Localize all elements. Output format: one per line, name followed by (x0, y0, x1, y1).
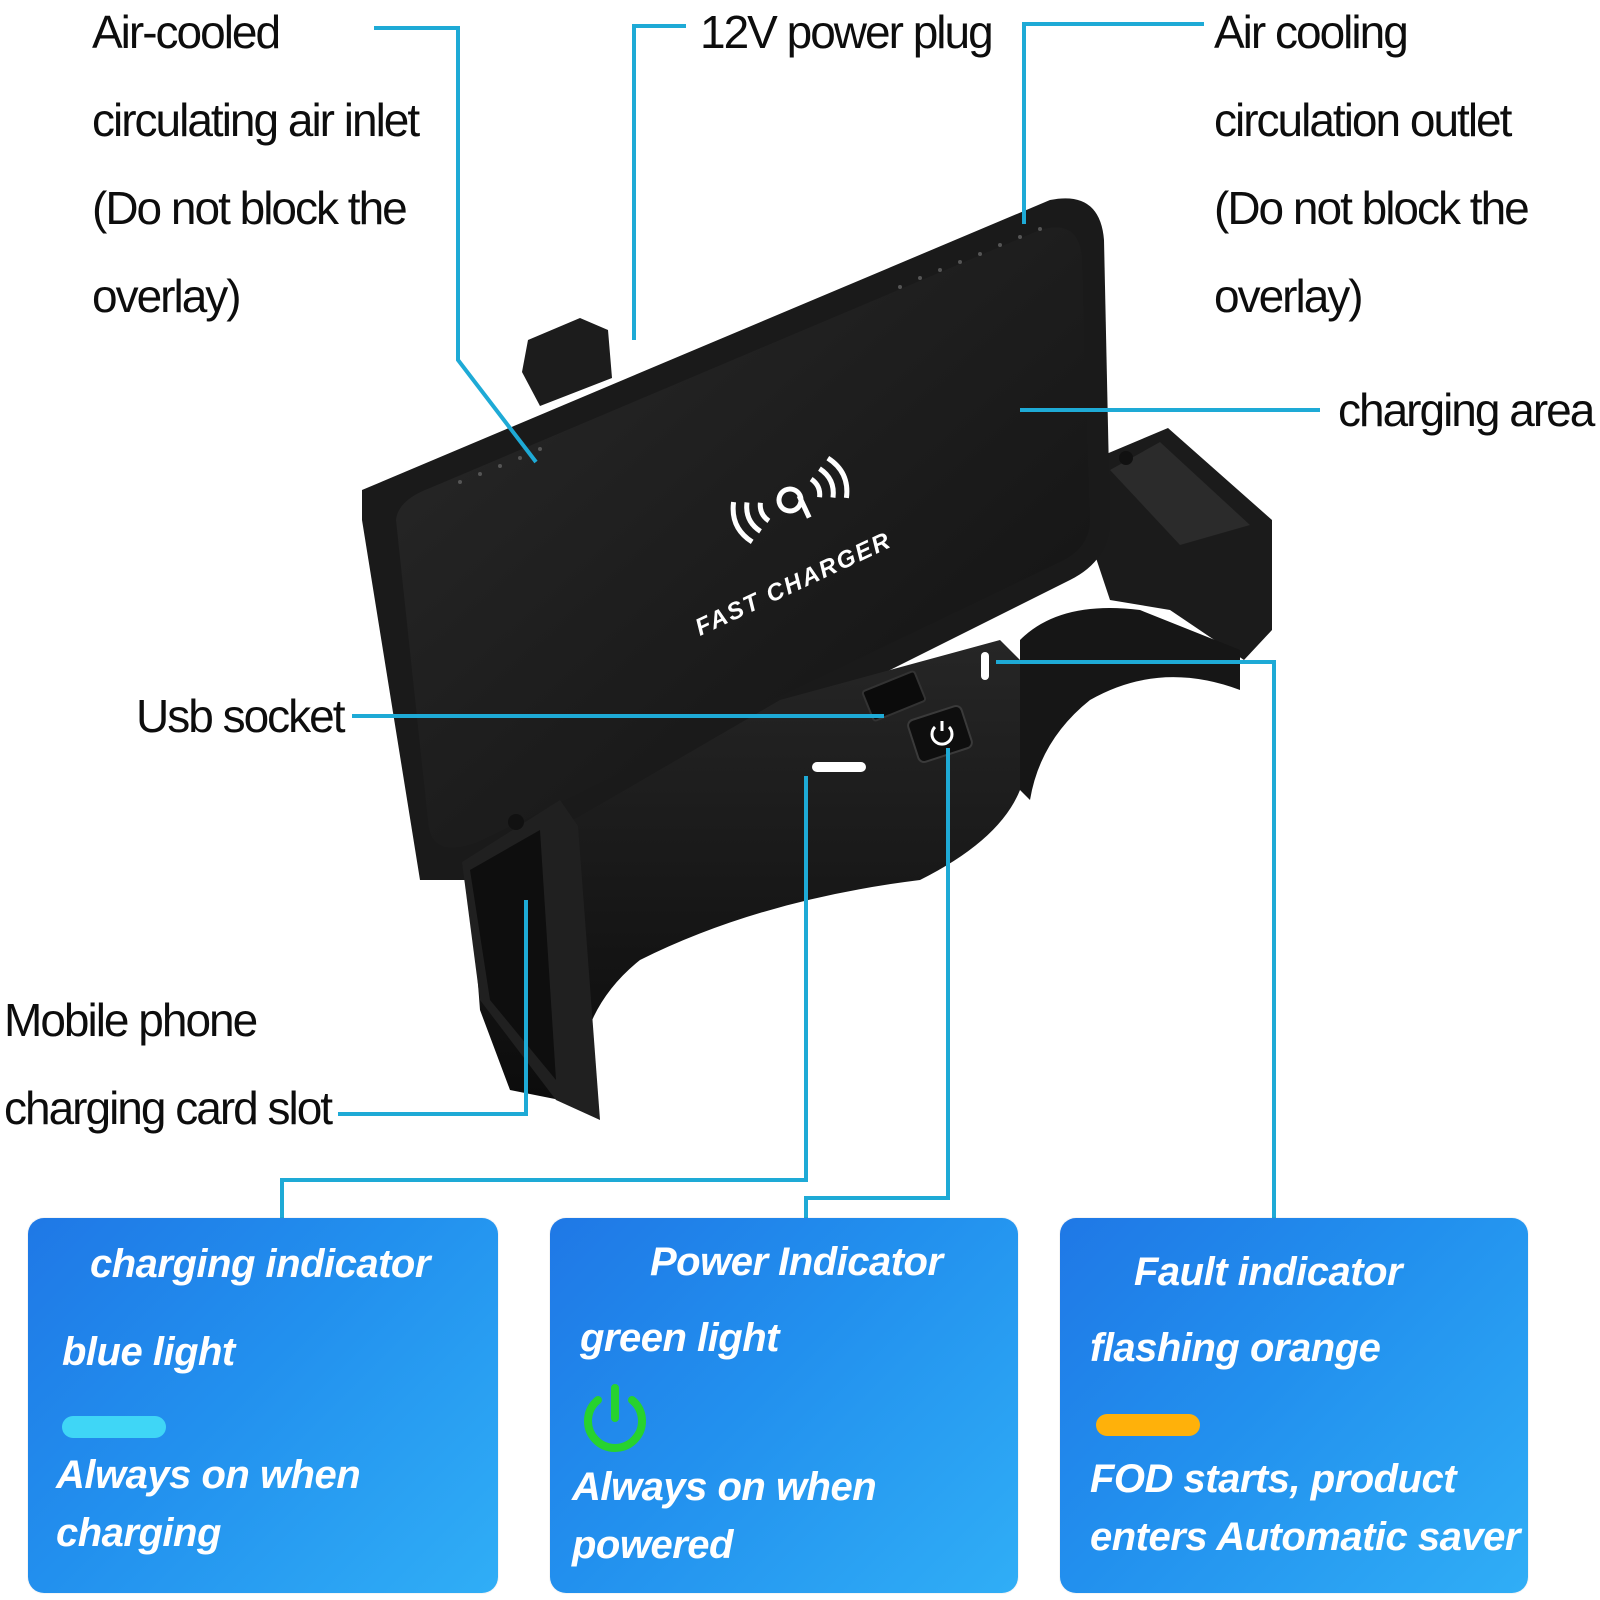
callout-air-inlet-line-2: circulating air inlet (92, 94, 420, 146)
fault-led (981, 652, 989, 680)
callout-charging-area-text: charging area (1338, 384, 1595, 436)
callout-air-outlet-line-4: overlay) (1214, 270, 1364, 322)
power-button-icon (930, 721, 954, 746)
vent-dots (458, 227, 1042, 484)
leader-power-indicator (804, 748, 950, 1218)
power-icon (584, 1384, 646, 1452)
callout-air-inlet-line-1: Air-cooled (92, 6, 281, 58)
orange-light-swatch (1096, 1414, 1200, 1436)
indicator-title: charging indicator (90, 1242, 430, 1286)
indicator-color-name: green light (580, 1316, 779, 1360)
indicator-description-line-2: powered (572, 1523, 733, 1567)
callout-air-outlet: Air cooling circulation outlet (Do not b… (1214, 0, 1530, 340)
indicator-card-power: Power Indicator green light Always on wh… (550, 1218, 1018, 1593)
callout-air-outlet-line-2: circulation outlet (1214, 94, 1512, 146)
indicator-title: Power Indicator (650, 1240, 943, 1284)
leader-charging-indicator (280, 776, 808, 1218)
charging-plate: FAST CHARGER (362, 198, 1110, 881)
leader-air-outlet (1022, 22, 1204, 224)
callout-card-slot-line-2: charging card slot (4, 1082, 333, 1134)
callout-usb-socket-text: Usb socket (136, 690, 346, 742)
callout-card-slot-line-1: Mobile phone (4, 994, 258, 1046)
callout-air-inlet-line-3: (Do not block the (92, 182, 408, 234)
indicator-card-charging: charging indicator blue light Always on … (28, 1218, 498, 1593)
callout-air-outlet-line-1: Air cooling (1214, 6, 1409, 58)
blue-light-swatch (62, 1416, 166, 1438)
callout-card-slot: Mobile phone charging card slot (4, 976, 333, 1152)
qi-wireless-logo (730, 455, 850, 545)
indicator-card-fault: Fault indicator flashing orange FOD star… (1060, 1218, 1528, 1593)
callout-air-inlet: Air-cooled circulating air inlet (Do not… (92, 0, 420, 340)
leader-fault-indicator (996, 660, 1276, 1218)
indicator-description-line-1: FOD starts, product (1090, 1457, 1457, 1501)
leader-power-plug (632, 24, 686, 340)
callout-power-plug-text: 12V power plug (700, 6, 994, 58)
charging-led (812, 762, 866, 772)
indicator-description: Always on when powered (572, 1458, 877, 1574)
leader-lines (280, 22, 1320, 1218)
usb-socket (861, 670, 927, 722)
leader-air-inlet (374, 26, 538, 464)
indicator-description-line-1: Always on when (56, 1453, 361, 1497)
indicator-description-line-2: enters Automatic saver (1090, 1515, 1520, 1559)
leader-card-slot (338, 900, 528, 1116)
indicator-description-line-1: Always on when (572, 1465, 877, 1509)
indicator-description: Always on when charging (56, 1446, 361, 1562)
indicator-title: Fault indicator (1134, 1250, 1403, 1294)
callout-power-plug: 12V power plug (700, 0, 994, 76)
indicator-description-line-2: charging (56, 1511, 221, 1555)
indicator-color-name: blue light (62, 1330, 235, 1374)
callout-air-outlet-line-3: (Do not block the (1214, 182, 1530, 234)
device-base (462, 608, 1240, 1120)
indicator-color-name: flashing orange (1090, 1326, 1381, 1370)
callout-usb-socket: Usb socket (136, 672, 346, 760)
indicator-description: FOD starts, product enters Automatic sav… (1090, 1450, 1520, 1566)
right-cup-holder (1090, 428, 1272, 660)
back-plug (522, 318, 612, 406)
callout-charging-area: charging area (1338, 366, 1595, 454)
callout-air-inlet-line-4: overlay) (92, 270, 242, 322)
